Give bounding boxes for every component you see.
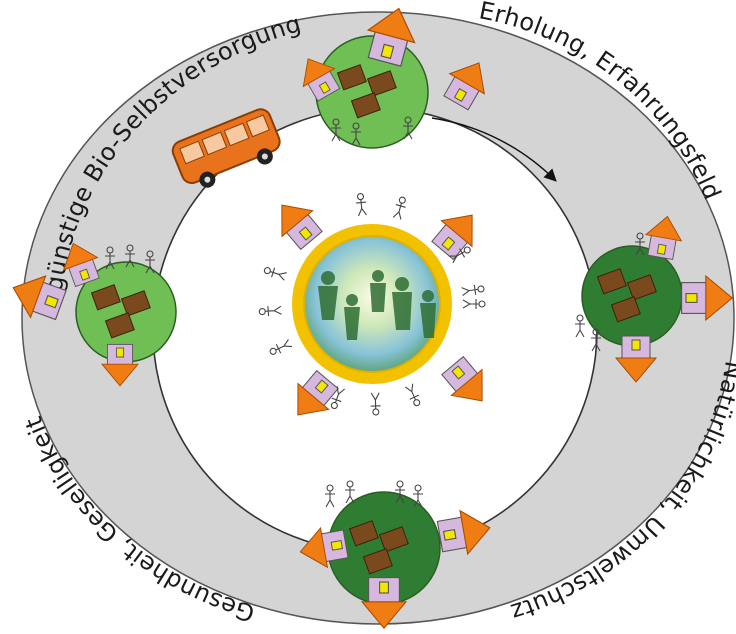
garden-bed bbox=[336, 64, 367, 91]
garden-bed bbox=[90, 284, 121, 311]
stick-figure-icon bbox=[105, 246, 115, 270]
stick-figure-icon bbox=[125, 244, 135, 268]
stick-figure-icon bbox=[263, 267, 287, 281]
garden-island bbox=[75, 261, 177, 363]
stick-figure-icon bbox=[395, 480, 405, 504]
stick-figure-icon bbox=[356, 193, 367, 217]
arrow-icon bbox=[431, 117, 557, 182]
house-icon bbox=[12, 275, 67, 321]
garden-bed bbox=[626, 274, 657, 301]
stick-figure-icon bbox=[258, 305, 282, 317]
garden-bed bbox=[350, 92, 381, 119]
garden-bed bbox=[348, 520, 379, 547]
house-icon bbox=[436, 509, 491, 556]
center-photo bbox=[292, 224, 452, 384]
people-jumping-photo bbox=[318, 270, 436, 340]
garden-bed bbox=[362, 548, 393, 575]
stick-figure-icon bbox=[392, 196, 406, 220]
stick-figure-icon bbox=[591, 328, 601, 352]
stick-figure-icon bbox=[448, 246, 471, 264]
stick-figure-icon bbox=[345, 480, 355, 504]
stick-figure-icon bbox=[413, 484, 423, 508]
stick-figure-icon bbox=[405, 383, 421, 407]
stick-figure-icon bbox=[403, 116, 413, 140]
house-icon bbox=[614, 335, 658, 383]
garden-bed bbox=[610, 296, 641, 323]
stick-figure-icon bbox=[325, 484, 335, 508]
house-icon bbox=[441, 355, 483, 402]
house-icon bbox=[443, 62, 485, 111]
house-icon bbox=[431, 214, 473, 261]
house-icon bbox=[62, 242, 100, 288]
garden-bed bbox=[104, 312, 135, 339]
bus-icon bbox=[171, 108, 281, 188]
garden-bed bbox=[366, 70, 397, 97]
stick-figure-icon bbox=[269, 339, 292, 355]
house-icon bbox=[644, 215, 683, 260]
garden-bed bbox=[378, 526, 409, 553]
garden-island bbox=[581, 245, 683, 347]
house-icon bbox=[366, 7, 416, 67]
house-icon bbox=[681, 274, 734, 322]
house-icon bbox=[302, 58, 341, 102]
stick-figure-icon bbox=[145, 250, 155, 274]
house-icon bbox=[281, 204, 323, 251]
stick-figure-icon bbox=[575, 314, 585, 338]
stick-figure-icon bbox=[635, 232, 645, 256]
stick-figure-icon bbox=[331, 118, 341, 142]
stick-figure-icon bbox=[351, 122, 361, 146]
stick-figure-icon bbox=[462, 299, 486, 309]
garden-island bbox=[327, 491, 441, 605]
garden-bed bbox=[120, 290, 151, 317]
house-icon bbox=[360, 577, 408, 630]
stick-figure-icon bbox=[461, 284, 485, 297]
garden-bed bbox=[596, 268, 627, 295]
house-icon bbox=[297, 369, 339, 416]
stick-figure-icon bbox=[370, 392, 381, 416]
stick-figure-icon bbox=[330, 386, 345, 410]
house-icon bbox=[299, 526, 349, 569]
house-icon bbox=[101, 343, 139, 387]
